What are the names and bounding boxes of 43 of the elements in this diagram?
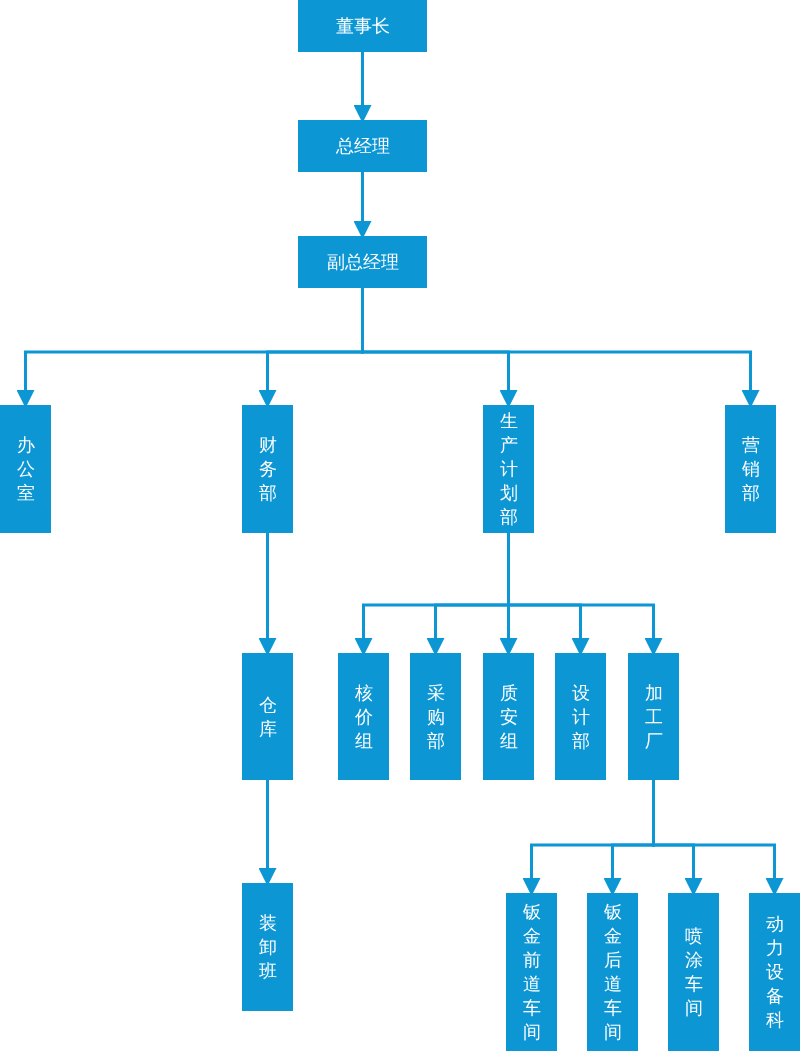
org-box [338, 653, 389, 780]
arrow [361, 288, 760, 408]
org-box [410, 653, 461, 780]
org-box [242, 405, 293, 533]
org-box [628, 653, 679, 780]
org-box [668, 893, 719, 1051]
box-label: 钣金后道车间 [602, 900, 623, 1044]
box-label: 总经理 [335, 134, 390, 158]
box-label: 仓库 [257, 692, 278, 741]
box-label: 副总经理 [326, 250, 399, 274]
box-label: 生产计划部 [498, 409, 519, 529]
box-label: 喷涂车间 [683, 924, 704, 1020]
org-box [483, 653, 534, 780]
arrow [507, 533, 663, 656]
org-box [298, 120, 427, 172]
box-label: 加工厂 [643, 680, 664, 753]
box-label: 财务部 [257, 433, 278, 505]
box-label: 质安组 [498, 680, 519, 753]
org-box [242, 653, 293, 780]
box-label: 核价组 [353, 680, 374, 753]
org-box [242, 883, 293, 1011]
arrow [652, 780, 784, 896]
arrow [353, 52, 372, 123]
org-box [506, 893, 557, 1051]
arrow [353, 172, 372, 239]
box-label: 钣金前道车间 [521, 900, 542, 1044]
org-box [725, 405, 776, 533]
arrow [258, 533, 277, 656]
org-box [587, 893, 638, 1051]
org-box [298, 0, 427, 52]
arrow [258, 780, 277, 886]
org-box [555, 653, 606, 780]
org-box [0, 405, 51, 533]
box-label: 董事长 [335, 14, 390, 38]
box-label: 装卸班 [257, 911, 278, 983]
box-label: 营销部 [740, 433, 761, 505]
org-box [749, 893, 800, 1051]
box-label: 采购部 [425, 680, 446, 753]
box-label: 办公室 [15, 433, 36, 505]
box-label: 设计部 [570, 680, 591, 753]
org-box [298, 236, 427, 288]
box-label: 动力设备科 [764, 912, 785, 1032]
org-box [483, 405, 534, 533]
